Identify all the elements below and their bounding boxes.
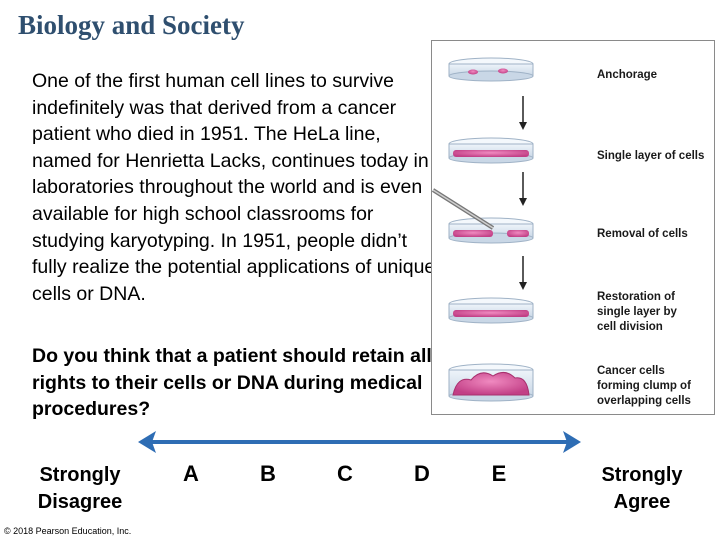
option-e[interactable]: E [491,461,507,486]
strongly-agree-line-2: Agree [613,491,671,513]
cell-culture-figure: Anchorage Single layer of cells Removal … [431,40,715,415]
label-removal: Removal of cells [597,228,688,240]
opinion-scale-arrow [138,431,581,453]
strongly-agree-label: Strongly Agree [588,462,696,516]
petri-dish-removal [431,188,534,244]
option-a[interactable]: A [183,461,199,486]
option-b[interactable]: B [260,461,276,486]
label-anchorage: Anchorage [597,69,657,81]
option-c[interactable]: C [337,461,353,486]
intro-paragraph: One of the first human cell lines to sur… [32,70,436,305]
label-cancer-1: Cancer cells [597,365,665,377]
slide-title: Biology and Society [18,10,245,40]
petri-dish-single-layer [448,137,534,164]
label-single-layer: Single layer of cells [597,150,704,162]
petri-dish-restoration [448,297,534,324]
copyright-notice: © 2018 Pearson Education, Inc. [4,526,132,536]
discussion-question: Do you think that a patient should retai… [32,345,432,420]
arrow-1 [519,96,527,130]
label-restoration-2: single layer by [597,306,678,318]
petri-dish-anchorage [448,57,534,82]
strongly-disagree-line-1: Strongly [39,464,121,486]
strongly-disagree-label: Strongly Disagree [22,462,138,516]
label-restoration-3: cell division [597,321,663,333]
petri-dish-cancer [448,363,534,402]
arrow-2 [519,172,527,206]
label-restoration-1: Restoration of [597,291,675,303]
strongly-agree-line-1: Strongly [601,464,683,486]
option-d[interactable]: D [414,461,430,486]
label-cancer-2: forming clump of [597,380,691,392]
label-cancer-3: overlapping cells [597,395,691,407]
arrow-3 [519,256,527,290]
strongly-disagree-line-2: Disagree [37,491,123,513]
